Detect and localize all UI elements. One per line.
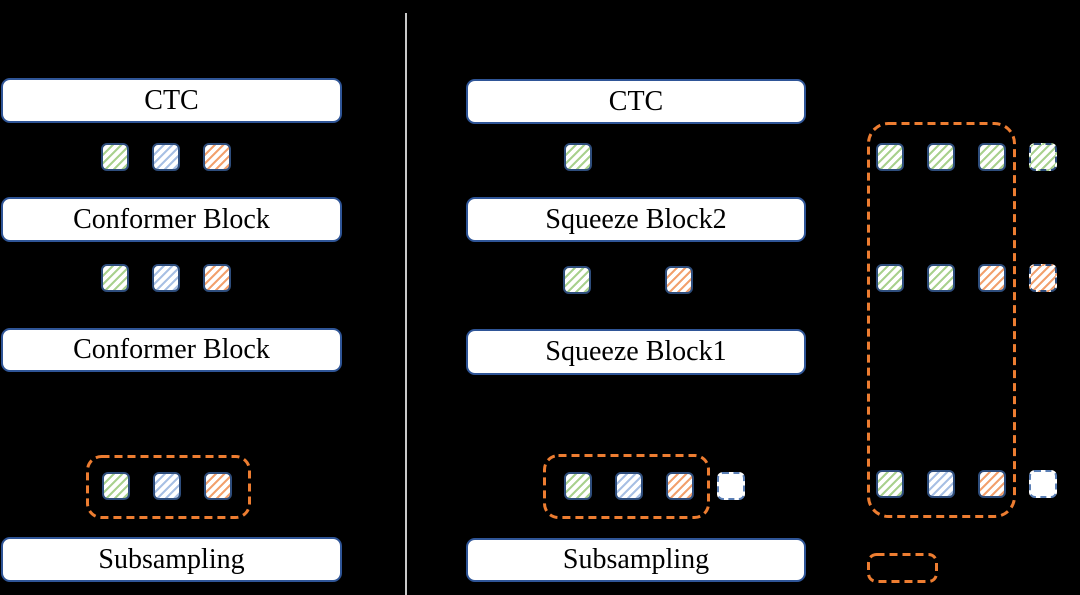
token-green xyxy=(564,472,592,500)
token-blue xyxy=(615,472,643,500)
dashed-rect xyxy=(543,454,710,519)
token-orange xyxy=(204,472,232,500)
panel-divider xyxy=(405,13,407,595)
token-empty-dashed xyxy=(717,472,745,500)
block-squeeze2: Squeeze Block2 xyxy=(466,197,806,242)
dashed-group-left xyxy=(86,455,251,519)
token-green xyxy=(101,143,129,171)
block-label: Squeeze Block1 xyxy=(545,336,727,367)
token-green xyxy=(876,143,904,171)
block-subsampling-left: Subsampling xyxy=(1,537,342,582)
block-label: Conformer Block xyxy=(73,334,270,365)
block-label: CTC xyxy=(608,85,664,117)
token-blue xyxy=(927,470,955,498)
block-label: Conformer Block xyxy=(73,203,270,235)
token-row xyxy=(876,264,1057,292)
dashed-group-right-tall xyxy=(867,122,1016,518)
block-subsampling-middle: Subsampling xyxy=(466,538,806,582)
token-orange xyxy=(203,143,231,171)
token-green xyxy=(927,143,955,171)
block-ctc-left: CTC xyxy=(1,78,342,123)
block-ctc-middle: CTC xyxy=(466,79,806,124)
dashed-rect xyxy=(867,122,1016,518)
token-blue xyxy=(152,143,180,171)
token-empty-dashed xyxy=(1029,470,1057,498)
dashed-rect xyxy=(867,553,938,583)
token-green xyxy=(876,470,904,498)
token-row xyxy=(101,143,231,171)
block-label: CTC xyxy=(144,84,199,116)
token-orange xyxy=(203,264,231,292)
token-orange xyxy=(665,266,693,294)
token-row xyxy=(564,472,745,500)
block-label: Squeeze Block2 xyxy=(545,203,727,235)
token-row xyxy=(564,143,592,171)
block-label: Subsampling xyxy=(98,543,245,575)
token-green xyxy=(102,472,130,500)
dashed-group-middle xyxy=(543,454,710,519)
token-row xyxy=(563,266,693,294)
block-label: Subsampling xyxy=(562,544,710,575)
token-orange xyxy=(978,264,1006,292)
token-green xyxy=(101,264,129,292)
block-squeeze1: Squeeze Block1 xyxy=(466,329,806,375)
token-orange xyxy=(666,472,694,500)
token-row xyxy=(102,472,232,500)
token-green xyxy=(564,143,592,171)
dashed-rect xyxy=(86,455,251,519)
token-green xyxy=(927,264,955,292)
token-green-dashed xyxy=(1029,143,1057,171)
token-green xyxy=(978,143,1006,171)
token-row xyxy=(101,264,231,292)
token-green xyxy=(563,266,591,294)
token-blue xyxy=(153,472,181,500)
dashed-legend-box xyxy=(867,553,938,583)
token-row xyxy=(876,470,1057,498)
token-row xyxy=(876,143,1057,171)
block-conformer-bottom: Conformer Block xyxy=(1,328,342,372)
token-blue xyxy=(152,264,180,292)
token-orange xyxy=(978,470,1006,498)
token-green xyxy=(876,264,904,292)
token-orange-dashed xyxy=(1029,264,1057,292)
block-conformer-top: Conformer Block xyxy=(1,197,342,242)
